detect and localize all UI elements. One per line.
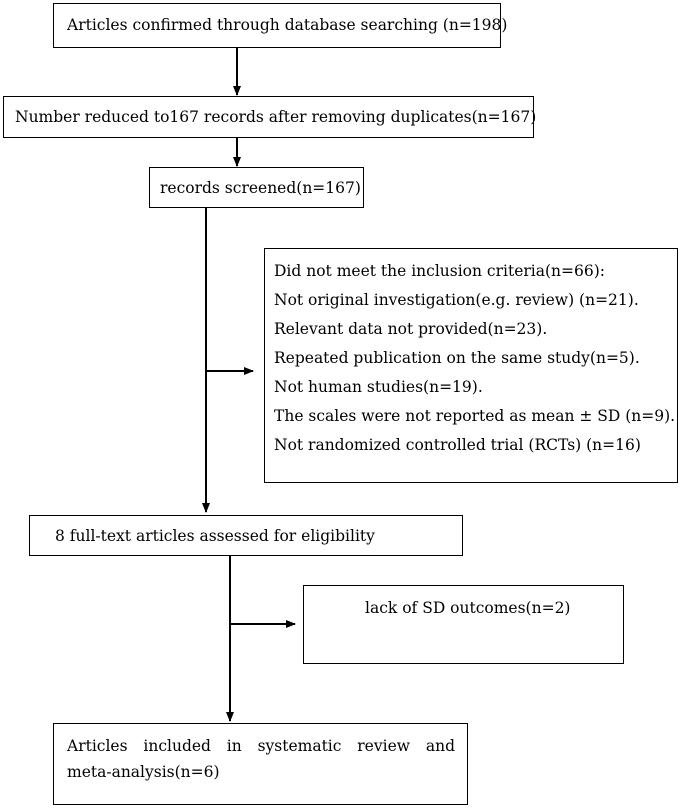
excluded-reason: Repeated publication on the same study(n… bbox=[274, 349, 640, 367]
excluded-box: Did not meet the inclusion criteria(n=66… bbox=[264, 248, 678, 483]
screened-label: records screened(n=167) bbox=[160, 179, 361, 197]
deduplicated-box: Number reduced to167 records after remov… bbox=[3, 96, 537, 138]
identified-label: Articles confirmed through database sear… bbox=[67, 16, 508, 34]
excluded-reason: Not human studies(n=19). bbox=[274, 378, 483, 396]
included-box: Articles included in systematic review a… bbox=[53, 723, 468, 805]
screened-box: records screened(n=167) bbox=[149, 167, 364, 208]
excluded-reason: The scales were not reported as mean ± S… bbox=[274, 407, 676, 425]
excluded-fulltext-box: lack of SD outcomes(n=2) bbox=[303, 585, 624, 664]
excluded-reason: Relevant data not provided(n=23). bbox=[274, 320, 548, 338]
eligibility-box: 8 full-text articles assessed for eligib… bbox=[29, 515, 463, 556]
included-line-1: Articles included in systematic review a… bbox=[67, 737, 455, 755]
excluded-reason: Not randomized controlled trial (RCTs) (… bbox=[274, 436, 641, 454]
excluded-fulltext-label: lack of SD outcomes(n=2) bbox=[365, 599, 571, 617]
excluded-heading: Did not meet the inclusion criteria(n=66… bbox=[274, 262, 605, 280]
identified-box: Articles confirmed through database sear… bbox=[53, 3, 507, 48]
excluded-reason: Not original investigation(e.g. review) … bbox=[274, 291, 639, 309]
included-line-2: meta-analysis(n=6) bbox=[67, 763, 220, 781]
deduplicated-label: Number reduced to167 records after remov… bbox=[15, 108, 537, 126]
eligibility-label: 8 full-text articles assessed for eligib… bbox=[55, 527, 375, 545]
